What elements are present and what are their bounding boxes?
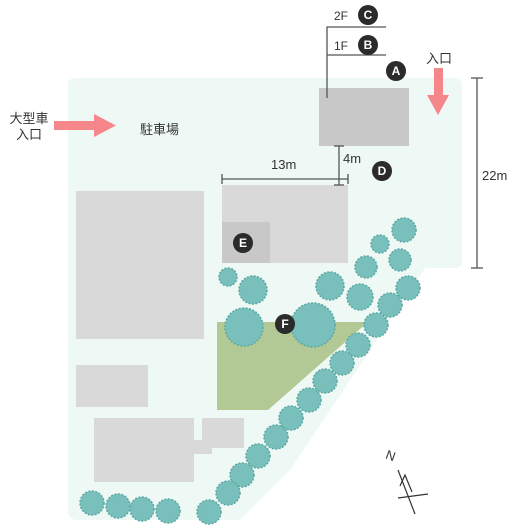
tree-icon	[155, 498, 181, 524]
dimension-22m-label: 22m	[482, 168, 508, 183]
dimension-4m-label: 4m	[343, 151, 362, 166]
tree-icon	[377, 292, 403, 318]
tree-icon	[105, 493, 131, 519]
marker-c: C	[358, 5, 378, 25]
building-a	[319, 88, 409, 146]
floor-2f-leader	[326, 26, 386, 98]
building-south	[94, 418, 194, 482]
tree-icon	[388, 248, 412, 272]
tree-icon	[218, 267, 238, 287]
tree-icon	[395, 275, 421, 301]
tree-icon	[224, 307, 264, 347]
entrance-arrow-icon	[427, 68, 449, 115]
lawn	[217, 322, 368, 410]
marker-f: F	[275, 314, 295, 334]
tree-icon	[345, 332, 371, 358]
tree-icon	[238, 275, 268, 305]
tree-icon	[329, 350, 355, 376]
tree-icon	[315, 271, 345, 301]
parking-label: 駐車場	[140, 123, 180, 138]
entrance-label: 入口	[426, 52, 453, 67]
site-area	[68, 78, 462, 520]
tree-icon	[278, 405, 304, 431]
tree-icon	[79, 490, 105, 516]
tree-icon	[129, 496, 155, 522]
tree-icon	[245, 443, 271, 469]
tree-icon	[370, 234, 390, 254]
building-small	[76, 365, 148, 407]
north-arrow-icon	[397, 469, 429, 515]
tree-icon	[263, 424, 289, 450]
tree-icon	[215, 480, 241, 506]
tree-icon	[346, 283, 374, 311]
dimension-13m-label: 13m	[271, 157, 297, 172]
floor-2f-label: 2F	[334, 9, 349, 23]
trees	[79, 217, 421, 525]
tree-icon	[312, 368, 338, 394]
marker-a: A	[386, 61, 406, 81]
large-vehicle-entrance-arrow-icon	[54, 114, 116, 137]
marker-d: D	[372, 161, 392, 181]
tree-icon	[290, 302, 336, 348]
marker-b: B	[358, 35, 378, 55]
building-west	[76, 191, 204, 339]
large-vehicle-entrance-label: 大型車 入口	[9, 112, 49, 143]
tree-icon	[296, 387, 322, 413]
tree-icon	[363, 312, 389, 338]
marker-e: E	[233, 233, 253, 253]
tree-icon	[391, 217, 417, 243]
tree-icon	[354, 255, 378, 279]
tree-icon	[196, 499, 222, 525]
floor-1f-label: 1F	[334, 39, 349, 53]
tree-icon	[229, 462, 255, 488]
building-south-east	[202, 418, 244, 448]
